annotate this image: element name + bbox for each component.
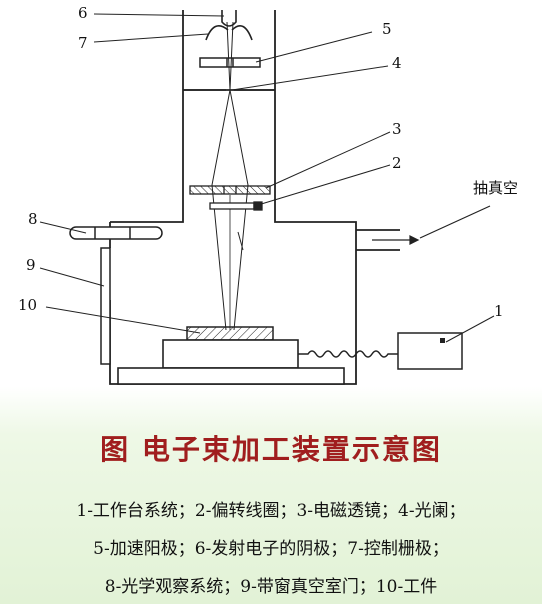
callout-leaders — [39, 13, 495, 343]
legend-line-3: 8-光学观察系统；9-带窗真空室门；10-工件 — [104, 577, 438, 597]
figure-title: 图 电子束加工装置示意图 — [100, 433, 442, 466]
legend-line-1: 1-工作台系统；2-偏转线圈；3-电磁透镜；4-光阑； — [76, 501, 466, 521]
caption-area: 图 电子束加工装置示意图 1-工作台系统；2-偏转线圈；3-电磁透镜；4-光阑；… — [0, 410, 542, 604]
vacuum-label: 抽真空 — [473, 179, 518, 197]
callout-5: 5 — [382, 20, 392, 38]
vacuum-arrow — [372, 205, 491, 245]
callout-6: 6 — [78, 4, 88, 22]
deflection-coil — [209, 201, 263, 251]
accelerating-anode — [199, 57, 261, 68]
optical-observation-system — [69, 226, 163, 240]
callout-2: 2 — [392, 154, 402, 172]
electron-beam — [211, 21, 249, 331]
workpiece — [186, 326, 274, 341]
callout-3: 3 — [392, 120, 402, 138]
electron-beam-machining-diagram: 抽真空 6 7 5 4 3 2 8 9 10 1 — [18, 4, 518, 385]
callout-10: 10 — [18, 296, 37, 314]
electromagnetic-lens — [189, 185, 271, 195]
callout-4: 4 — [392, 54, 402, 72]
base-plate — [117, 367, 345, 385]
legend-line-2: 5-加速阳极；6-发射电子的阴极；7-控制栅极； — [93, 539, 449, 559]
worktable-drive — [298, 332, 463, 370]
callout-9: 9 — [26, 256, 36, 274]
worktable — [162, 339, 299, 369]
callout-1: 1 — [494, 302, 504, 320]
chamber-door — [100, 247, 111, 365]
callout-8: 8 — [28, 210, 38, 228]
callout-7: 7 — [78, 34, 88, 52]
cathode — [205, 10, 253, 41]
